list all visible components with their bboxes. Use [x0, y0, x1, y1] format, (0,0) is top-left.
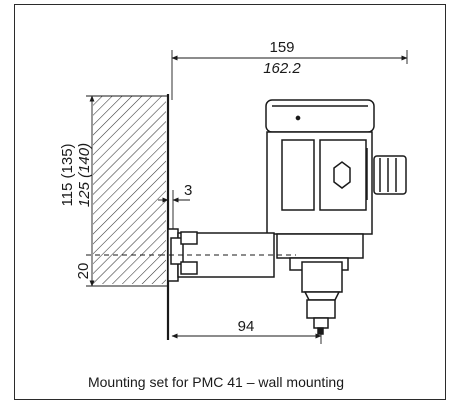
dim-wall-height: 115 (135) [59, 143, 76, 206]
transmitter-housing [265, 99, 407, 271]
dim-overall-width-alt: 162.2 [263, 60, 301, 77]
wall-hatch [93, 96, 166, 284]
dim-bracket-offset: 20 [75, 263, 92, 280]
process-connection [301, 261, 343, 335]
dim-overall-width: 159 [269, 39, 294, 56]
mounting-bracket [160, 228, 296, 282]
dimension-lines [86, 50, 408, 344]
dim-bracket-length: 94 [238, 318, 255, 335]
dim-plate-thickness: 3 [184, 182, 192, 199]
dim-wall-height-alt: 125 (140) [76, 143, 93, 207]
figure-caption: Mounting set for PMC 41 – wall mounting [87, 374, 344, 390]
